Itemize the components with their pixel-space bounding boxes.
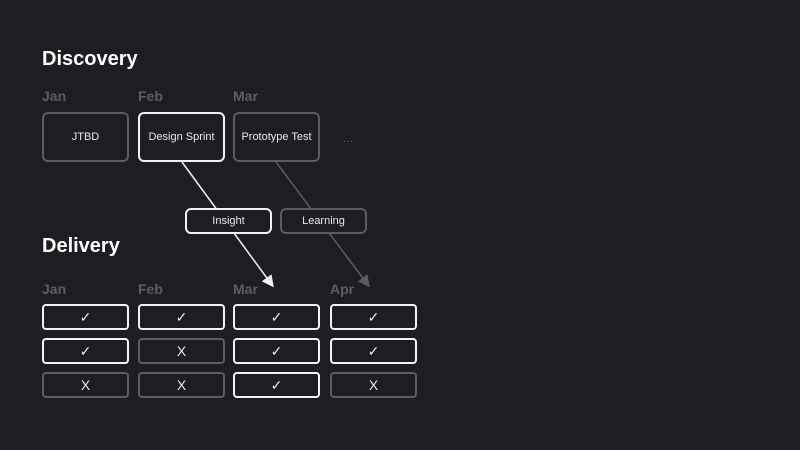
discovery-month-label: Mar [233, 88, 258, 104]
delivery-month-label: Jan [42, 281, 67, 297]
status-cell-x[interactable]: X [138, 372, 225, 398]
status-cell-check[interactable]: ✓ [233, 372, 320, 398]
discovery-title: Discovery [42, 48, 138, 70]
status-cell-check[interactable]: ✓ [233, 304, 320, 330]
link-label-box: Learning [280, 208, 367, 234]
discovery-item-box[interactable]: Prototype Test [233, 112, 320, 162]
discovery-item-box[interactable]: Design Sprint [138, 112, 225, 162]
discovery-month-label: Jan [42, 88, 67, 104]
status-cell-x[interactable]: X [330, 372, 417, 398]
more-ellipsis: ... [343, 131, 354, 145]
status-cell-check[interactable]: ✓ [233, 338, 320, 364]
status-cell-check[interactable]: ✓ [42, 304, 129, 330]
status-cell-check[interactable]: ✓ [138, 304, 225, 330]
delivery-month-label: Apr [330, 281, 355, 297]
link-label-box: Insight [185, 208, 272, 234]
discovery-month-label: Feb [138, 88, 163, 104]
discovery-item-box[interactable]: JTBD [42, 112, 129, 162]
status-cell-check[interactable]: ✓ [42, 338, 129, 364]
status-cell-check[interactable]: ✓ [330, 304, 417, 330]
status-cell-x[interactable]: X [138, 338, 225, 364]
status-cell-x[interactable]: X [42, 372, 129, 398]
status-cell-check[interactable]: ✓ [330, 338, 417, 364]
delivery-month-label: Feb [138, 281, 163, 297]
delivery-title: Delivery [42, 235, 120, 257]
delivery-month-label: Mar [233, 281, 258, 297]
